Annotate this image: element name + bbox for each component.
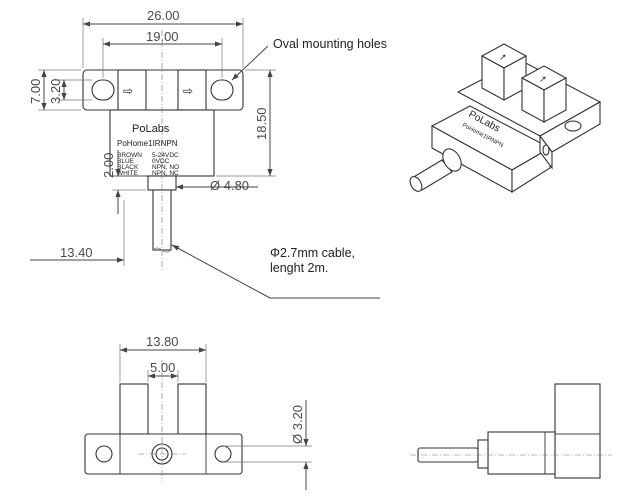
- wire-signal: 0VDC: [152, 158, 170, 165]
- bottom-hole-left: [95, 445, 113, 463]
- bottom-hole-right: [214, 445, 232, 463]
- wire-color: BLUE: [117, 158, 135, 165]
- dim-bottom-width: 13.80: [146, 334, 179, 349]
- arrow-icon: ↗: [499, 52, 507, 62]
- wire-color: WHITE: [117, 170, 139, 177]
- receiver-block: [177, 69, 207, 111]
- bottom-block-left: [119, 383, 149, 435]
- wire-signal: NPN, NO: [152, 164, 179, 171]
- dim-slot-width: 5.00: [150, 360, 175, 375]
- wire-signal: 5-24VDC: [152, 152, 179, 159]
- dim-cable-offset: 13.40: [60, 245, 93, 260]
- wire-color: BROWN: [117, 152, 142, 159]
- iso-cable-boss: [442, 148, 462, 172]
- wire-color: BLACK: [117, 164, 139, 171]
- dim-flange-height: 7.00: [28, 79, 43, 104]
- bottom-view: [84, 360, 243, 482]
- front-view: ⇨ ⇨ PoLabs PoHome1IRNPN BROWN 5-24VDC BL…: [82, 30, 244, 270]
- iso-mount-hole: [564, 120, 582, 132]
- annotation-cable-1: Φ2.7mm cable,: [270, 246, 355, 260]
- annotation-cable-2: lenght 2m.: [270, 261, 328, 275]
- oval-hole-left: [91, 79, 115, 101]
- dim-boss-height: 2.00: [101, 153, 116, 178]
- arrow-right-icon: ⇨: [183, 84, 193, 98]
- dim-overall-width: 26.00: [147, 8, 180, 23]
- iso-cable-end: [409, 176, 423, 192]
- iso-block-side: [543, 77, 567, 123]
- isometric-view: ↗ ↗ PoLabs PoHome1IRNPN: [409, 43, 602, 193]
- annotations: Oval mounting holes Φ2.7mm cable, lenght…: [171, 37, 387, 299]
- arrow-right-icon: ⇨: [123, 84, 133, 98]
- side-view: [410, 383, 612, 479]
- oval-hole-right: [210, 79, 234, 101]
- dim-body-height: 18.50: [254, 107, 269, 140]
- body-model: PoHome1IRNPN: [117, 139, 178, 148]
- dim-hole-diameter: Ø 3.20: [290, 405, 305, 444]
- dim-hole-spacing: 19.00: [146, 29, 179, 44]
- dim-boss-diameter: Ø 4.80: [210, 178, 249, 193]
- body-brand: PoLabs: [132, 123, 170, 135]
- iso-body-side: [511, 147, 551, 193]
- dim-hole-width: 3.20: [48, 79, 63, 104]
- emitter-block: [117, 69, 147, 111]
- bottom-block-right: [177, 383, 207, 435]
- arrow-icon: ↗: [539, 74, 547, 84]
- side-boss: [477, 439, 489, 469]
- side-block: [554, 383, 601, 479]
- annotation-mounting-holes: Oval mounting holes: [273, 37, 387, 51]
- iso-mount-hole: [542, 144, 550, 156]
- front-view-dimensions: 26.00 19.00 7.00 3.20 18.50 2.00 Ø 4.80 …: [28, 8, 276, 266]
- wire-signal: NPN, NC: [152, 170, 179, 177]
- bottom-view-dimensions: 13.80 5.00 Ø 3.20: [119, 334, 312, 490]
